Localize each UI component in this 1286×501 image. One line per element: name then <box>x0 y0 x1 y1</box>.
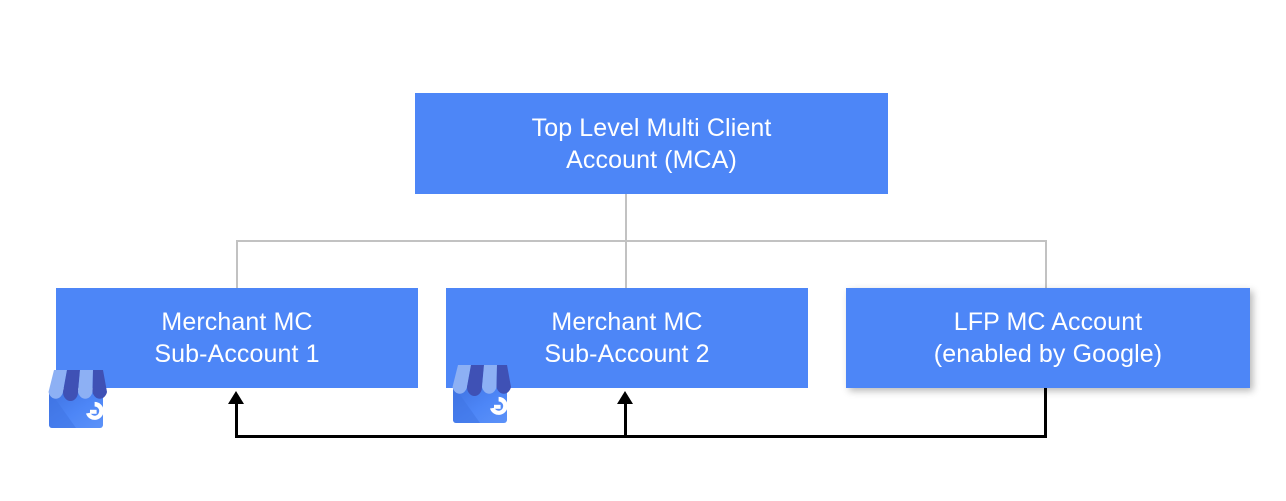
connector-drop-sub1 <box>236 240 238 288</box>
node-merchant-sub-account-1-label: Merchant MC Sub-Account 1 <box>154 308 320 368</box>
google-my-business-storefront-icon <box>446 362 514 426</box>
node-top-level-mca-label: Top Level Multi Client Account (MCA) <box>531 113 772 174</box>
google-my-business-storefront-icon <box>42 367 110 431</box>
arrowhead-to-sub2-icon <box>617 391 633 404</box>
flow-line-horizontal <box>235 435 1047 438</box>
flow-line-to-sub2 <box>624 402 627 437</box>
node-top-level-mca[interactable]: Top Level Multi Client Account (MCA) <box>415 93 888 194</box>
connector-mca-stem <box>625 194 627 241</box>
connector-drop-sub2 <box>625 240 627 288</box>
flow-line-to-sub1 <box>235 402 238 437</box>
node-merchant-sub-account-1[interactable]: Merchant MC Sub-Account 1 <box>56 288 418 388</box>
flow-line-from-lfp <box>1044 388 1047 438</box>
arrowhead-to-sub1-icon <box>228 391 244 404</box>
connector-drop-lfp <box>1045 240 1047 288</box>
connector-horizontal-bus <box>236 240 1047 242</box>
node-lfp-mc-account[interactable]: LFP MC Account (enabled by Google) <box>846 288 1250 388</box>
node-merchant-sub-account-2-label: Merchant MC Sub-Account 2 <box>544 308 710 368</box>
node-lfp-mc-account-label: LFP MC Account (enabled by Google) <box>933 308 1163 368</box>
